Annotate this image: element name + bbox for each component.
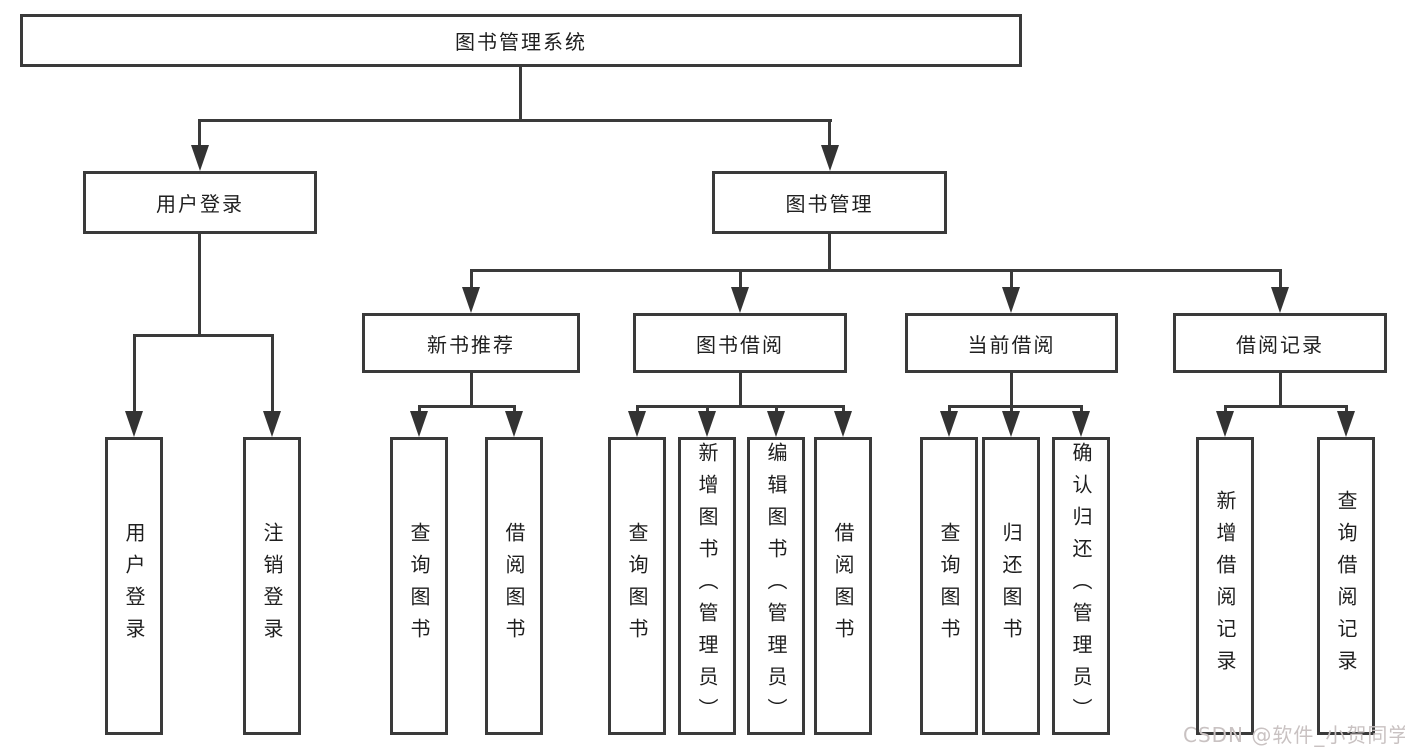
- leaf-borrow-book-label: 借阅图书: [831, 522, 855, 650]
- connector-line: [636, 405, 845, 408]
- node-book-management: 图书管理: [712, 171, 947, 234]
- connector-line: [1080, 405, 1083, 415]
- arrow-down-icon: [1337, 411, 1355, 437]
- connector-line: [706, 405, 709, 415]
- connector-line: [199, 119, 832, 122]
- connector-line: [828, 119, 831, 152]
- leaf-logout: 注销登录: [243, 437, 301, 735]
- leaf-confirm-return-admin: 确认归还（管理员）: [1052, 437, 1110, 735]
- connector-line: [133, 334, 136, 415]
- connector-line: [1010, 405, 1013, 415]
- node-root-label: 图书管理系统: [455, 30, 587, 54]
- connector-line: [470, 269, 473, 289]
- arrow-down-icon: [731, 287, 749, 313]
- leaf-borrow-book-recommend: 借阅图书: [485, 437, 543, 735]
- csdn-watermark: CSDN @软件_小贺同学: [1183, 723, 1405, 747]
- connector-line: [739, 269, 742, 289]
- leaf-logout-label: 注销登录: [260, 522, 284, 650]
- leaf-borrow-book: 借阅图书: [814, 437, 872, 735]
- leaf-query-borrow-record: 查询借阅记录: [1317, 437, 1375, 735]
- leaf-query-borrow-record-label: 查询借阅记录: [1334, 490, 1358, 682]
- connector-line: [133, 334, 274, 337]
- arrow-down-icon: [1271, 287, 1289, 313]
- connector-line: [470, 269, 1282, 272]
- node-book-borrowing: 图书借阅: [633, 313, 847, 373]
- arrow-down-icon: [263, 411, 281, 437]
- connector-line: [470, 373, 473, 407]
- node-current-borrowing: 当前借阅: [905, 313, 1118, 373]
- arrow-down-icon: [125, 411, 143, 437]
- node-borrow-records: 借阅记录: [1173, 313, 1387, 373]
- arrow-down-icon: [767, 411, 785, 437]
- leaf-borrow-book-recommend-label: 借阅图书: [502, 522, 526, 650]
- node-new-book-recommend: 新书推荐: [362, 313, 580, 373]
- leaf-user-login: 用户登录: [105, 437, 163, 735]
- node-user-login-label: 用户登录: [156, 192, 244, 216]
- connector-line: [1279, 269, 1282, 289]
- arrow-down-icon: [462, 287, 480, 313]
- connector-line: [1224, 405, 1227, 415]
- leaf-add-book-admin-label: 新增图书（管理员）: [695, 442, 719, 730]
- arrow-down-icon: [1002, 287, 1020, 313]
- connector-line: [775, 405, 778, 415]
- node-book-management-label: 图书管理: [785, 192, 874, 216]
- leaf-add-book-admin: 新增图书（管理员）: [678, 437, 736, 735]
- arrow-down-icon: [821, 145, 839, 171]
- connector-line: [513, 405, 516, 415]
- connector-line: [948, 405, 951, 415]
- leaf-add-borrow-record: 新增借阅记录: [1196, 437, 1254, 735]
- node-book-borrowing-label: 图书借阅: [696, 332, 784, 357]
- connector-line: [1010, 373, 1013, 407]
- connector-line: [948, 405, 1083, 408]
- arrow-down-icon: [698, 411, 716, 437]
- connector-line: [271, 334, 274, 415]
- connector-line: [1345, 405, 1348, 415]
- arrow-down-icon: [940, 411, 958, 437]
- arrow-down-icon: [505, 411, 523, 437]
- arrow-down-icon: [1216, 411, 1234, 437]
- connector-line: [198, 119, 201, 152]
- leaf-return-book: 归还图书: [982, 437, 1040, 735]
- connector-line: [519, 67, 522, 120]
- leaf-query-book-current: 查询图书: [920, 437, 978, 735]
- connector-line: [418, 405, 421, 415]
- arrow-down-icon: [1072, 411, 1090, 437]
- arrow-down-icon: [410, 411, 428, 437]
- leaf-query-book-recommend: 查询图书: [390, 437, 448, 735]
- node-new-book-recommend-label: 新书推荐: [427, 332, 515, 357]
- node-root: 图书管理系统: [20, 14, 1022, 67]
- connector-line: [1224, 405, 1348, 408]
- arrow-down-icon: [628, 411, 646, 437]
- connector-line: [418, 405, 516, 408]
- leaf-query-book-borrowing: 查询图书: [608, 437, 666, 735]
- leaf-query-book-recommend-label: 查询图书: [407, 522, 431, 650]
- leaf-query-book-borrowing-label: 查询图书: [625, 522, 649, 650]
- connector-line: [198, 234, 201, 336]
- connector-line: [842, 405, 845, 415]
- connector-line: [739, 373, 742, 407]
- node-borrow-records-label: 借阅记录: [1236, 332, 1324, 357]
- arrow-down-icon: [1002, 411, 1020, 437]
- leaf-edit-book-admin-label: 编辑图书（管理员）: [764, 442, 788, 730]
- leaf-return-book-label: 归还图书: [999, 522, 1023, 650]
- arrow-down-icon: [834, 411, 852, 437]
- node-current-borrowing-label: 当前借阅: [967, 332, 1056, 357]
- connector-line: [828, 234, 831, 271]
- leaf-edit-book-admin: 编辑图书（管理员）: [747, 437, 805, 735]
- leaf-add-borrow-record-label: 新增借阅记录: [1213, 490, 1237, 682]
- connector-line: [1010, 269, 1013, 289]
- leaf-confirm-return-admin-label: 确认归还（管理员）: [1069, 442, 1093, 730]
- leaf-query-book-current-label: 查询图书: [937, 522, 961, 650]
- connector-line: [636, 405, 639, 415]
- arrow-down-icon: [191, 145, 209, 171]
- node-user-login: 用户登录: [83, 171, 317, 234]
- leaf-user-login-label: 用户登录: [122, 522, 146, 650]
- connector-line: [1279, 373, 1282, 407]
